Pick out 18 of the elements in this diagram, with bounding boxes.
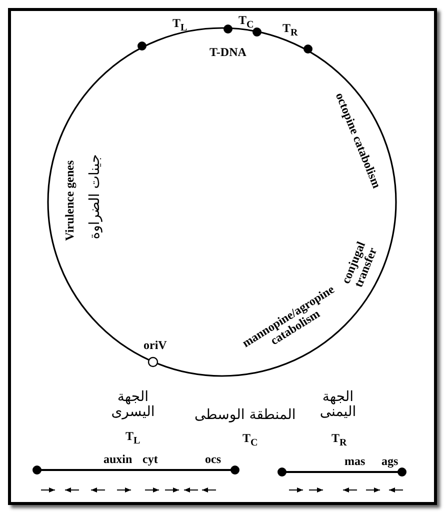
region-label: T$_{C}$ <box>242 432 258 448</box>
t-dna-label: T-DNA <box>210 46 246 59</box>
gene-label: cyt <box>142 452 158 466</box>
region-label: المنطقة الوسطى <box>194 408 296 423</box>
gene-label: ags <box>382 454 398 468</box>
origin-label: oriV <box>144 338 167 352</box>
region-label: T$_{R}$ <box>282 22 298 38</box>
gene-label: auxin <box>104 452 132 466</box>
region-label: T$_{L}$ <box>172 17 188 34</box>
region-label: الجهة اليمنى <box>318 390 358 420</box>
gene-region-label: Virulence genes <box>63 160 76 240</box>
gene-label: mas <box>344 454 366 468</box>
gene-region-label: جينات الضراوة <box>87 154 103 239</box>
region-label: T$_{L}$ <box>126 430 140 446</box>
region-label: T$_{C}$ <box>238 14 254 30</box>
region-label: T$_{R}$ <box>332 432 347 448</box>
gene-label: ocs <box>205 452 221 466</box>
region-label: الجهة اليسرى <box>110 390 156 420</box>
